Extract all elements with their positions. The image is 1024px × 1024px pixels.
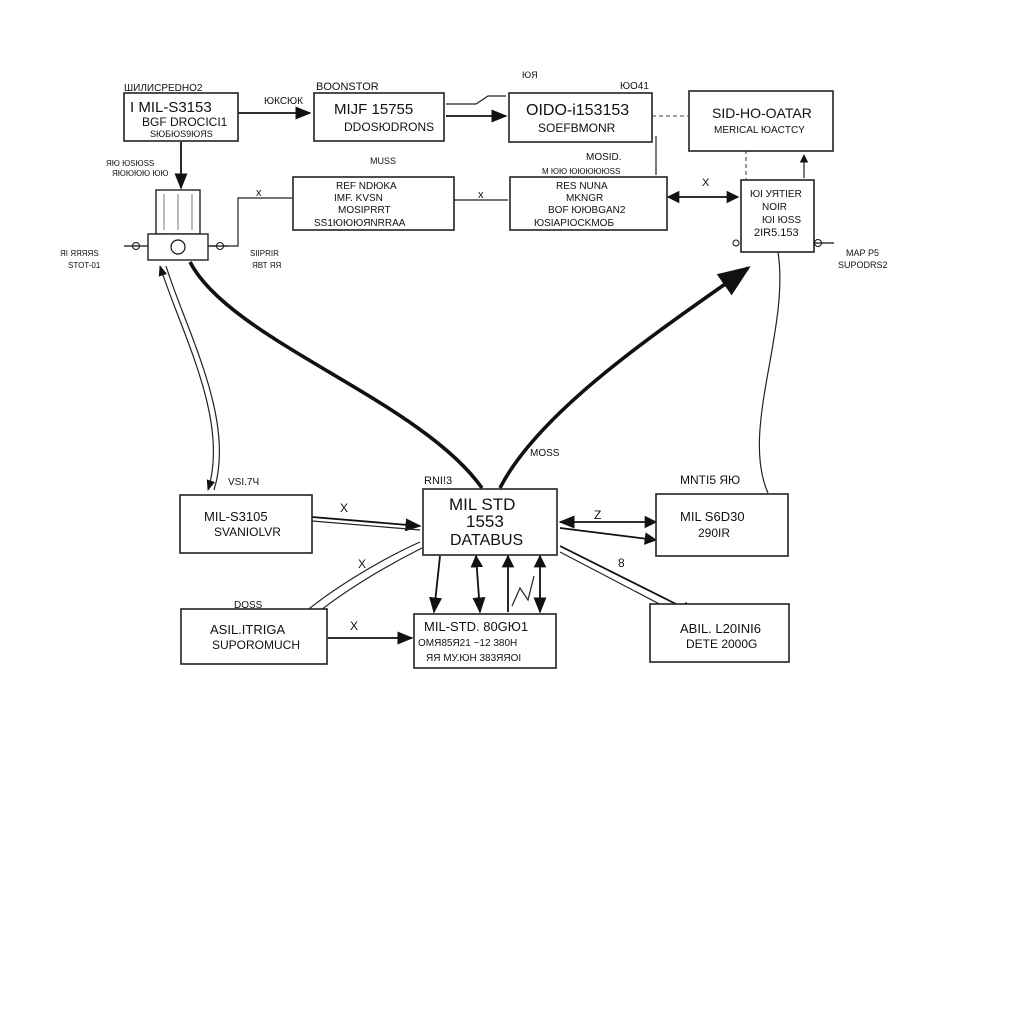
- coupler-bottom-left1: ЯI ЯЯЯЯS: [60, 249, 99, 258]
- mid-center-module-line1: RES NUNA: [556, 181, 608, 192]
- mid-center-module-header: MOSID.: [586, 152, 622, 163]
- top-center-module-line1: MIJF 15755: [334, 101, 413, 118]
- right-bus-module-line1: MIL S6D30: [680, 509, 745, 524]
- mid-left-module-header: MUSS: [370, 156, 396, 166]
- top-center-module-header: BOONSTOR: [316, 81, 379, 93]
- link-bus-to-bottom-left: [297, 541, 421, 619]
- connectors: [158, 95, 809, 645]
- left-bus-module[interactable]: VSI.7Ч MIL-S3105 SVANIOLVR: [179, 477, 313, 554]
- left-bus-module-header: VSI.7Ч: [228, 477, 259, 488]
- right-bus-module-line2: 290IR: [698, 526, 730, 540]
- top-left-module-line3: SЮБЮS9ЮЯS: [150, 129, 213, 139]
- bottom-left-link-lower: X: [350, 619, 358, 633]
- bottom-left-module-header: DOSS: [234, 600, 263, 611]
- bus-left-main: [188, 261, 484, 490]
- bottom-center-module[interactable]: MIL-STD. 80GЮ1 ОМЯ85Я21 ~12 380Н ЯЯ МУ.Ю…: [413, 613, 557, 669]
- right-terminal-line1: ЮI УЯТIЕR: [750, 189, 802, 200]
- top-mid-right-header-right: ЮО41: [620, 81, 649, 92]
- link-bus-down-1: [429, 555, 442, 614]
- central-bus-line2: 1553: [466, 512, 504, 531]
- central-bus-line1: MIL STD: [449, 495, 515, 514]
- top-right-module-line1: SID-HO-OATAR: [712, 105, 812, 121]
- bus-right-stub: [758, 251, 781, 494]
- mid-left-link-x: x: [478, 189, 484, 201]
- right-terminal-line4: 2IR5.153: [754, 227, 799, 239]
- right-terminal-line2: NOIR: [762, 202, 787, 213]
- bus-left-stub-2: [165, 265, 221, 491]
- link-bus-to-bottom-right: [559, 545, 698, 615]
- coupler-bottom-left2: STOT-01: [68, 261, 101, 270]
- top-left-module-header: ШИЛИСРЕDНО2: [124, 83, 203, 94]
- link-left-bus-module-to-bus-2: [299, 519, 421, 531]
- top-mid-right-module[interactable]: ЮЯ ЮО41 OIDO-i153153 SOEFBMONR: [508, 70, 653, 143]
- coupler-bottom-right1: SIIPRIR: [250, 249, 279, 258]
- bus-left-stub: [158, 264, 216, 492]
- right-terminal-line3: ЮI ЮSS: [762, 215, 801, 226]
- link-bus-down-2: [470, 554, 486, 614]
- link-bus-to-right-module: [559, 527, 658, 545]
- left-bus-module-line1: MIL-S3105: [204, 509, 268, 524]
- mid-left-module-line2: IMF. KVSN: [334, 193, 383, 204]
- bottom-right-line2: DETE 2000G: [686, 637, 757, 651]
- bottom-center-line3: ЯЯ МУ.ЮН 383ЯЯОI: [426, 653, 521, 664]
- bus-right-main: [498, 266, 751, 489]
- bottom-left-module-line1: ASIL.ITRIGA: [210, 622, 285, 637]
- coupler-top-label1: ЯЮ ЮSЮSS: [106, 159, 154, 168]
- mid-center-module-line2: MKNGR: [566, 193, 603, 204]
- bottom-right-module[interactable]: ABIL. L20INI6 DETE 2000G: [649, 603, 790, 663]
- left-bus-module-link: X: [340, 501, 348, 515]
- mid-left-module-line4: SS1ЮЮЮЯNRRAA: [314, 218, 406, 229]
- central-databus[interactable]: RNI!3 MOSS MIL STD 1553 DATABUS: [422, 448, 560, 556]
- bottom-left-module-line2: SUPOROMUCH: [212, 638, 300, 652]
- top-right-module-line2: MERICAL ЮACTCY: [714, 125, 805, 136]
- bottom-left-module[interactable]: DOSS ASIL.ITRIGA SUPOROMUCH: [180, 600, 328, 665]
- left-coupler[interactable]: ЯЮ ЮSЮSS ЯЮЮЮЮ ЮЮ ЯI ЯЯЯЯS STOT-01 SIIPR…: [60, 159, 281, 270]
- bottom-center-line1: MIL-STD. 80GЮ1: [424, 619, 528, 634]
- mid-left-module-line1: REF NDЮKA: [336, 181, 397, 192]
- central-bus-header-left: RNI!3: [424, 475, 452, 487]
- mid-left-module[interactable]: MUSS REF NDЮKA IMF. KVSN MOSIPRRT SS1ЮЮЮ…: [292, 156, 455, 231]
- right-bus-module[interactable]: MNTI5 ЯЮ MIL S6D30 290IR: [655, 473, 789, 557]
- right-labels-line1: МАР Р5: [846, 248, 879, 258]
- mid-left-module-line3: MOSIPRRT: [338, 205, 391, 216]
- mid-center-module-line0: M ЮЮ ЮЮЮЮЮSS: [542, 167, 620, 176]
- link-bus-zigzag: [511, 575, 535, 607]
- bottom-right-line1: ABIL. L20INI6: [680, 621, 761, 636]
- central-bus-header-right: MOSS: [530, 448, 560, 459]
- right-labels-line2: SUPODRS2: [838, 260, 888, 270]
- bottom-left-link-upper: X: [358, 557, 366, 571]
- top-left-module-line2: BGF DROCICI1: [142, 115, 228, 129]
- right-terminal[interactable]: ЮI УЯТIЕR NOIR ЮI ЮSS 2IR5.153: [732, 179, 834, 253]
- top-left-module[interactable]: ШИЛИСРЕDНО2 I MIL-S3153 BGF DROCICI1 SЮБ…: [123, 83, 239, 142]
- top-mid-right-line2: SOEFBMONR: [538, 121, 616, 135]
- link-top-center-upper: [446, 95, 506, 105]
- top-right-module[interactable]: SID-HO-OATAR MERICAL ЮACTCY: [688, 90, 834, 152]
- coupler-link-x: x: [256, 187, 262, 199]
- top-left-link-label: ЮКСЮК: [264, 96, 303, 107]
- top-center-module-line2: DDOSЮDRONS: [344, 120, 434, 134]
- bottom-right-link: 8: [618, 556, 625, 570]
- bottom-center-line2: ОМЯ85Я21 ~12 380Н: [418, 638, 517, 649]
- mid-center-module-line3: BOF ЮЮBGAN2: [548, 205, 626, 216]
- coupler-bottom-right2: ЯВТ ЯЯ: [252, 261, 281, 270]
- top-center-module[interactable]: BOONSTOR MIJF 15755 DDOSЮDRONS: [313, 81, 445, 142]
- link-coupler-to-mid-left: [210, 197, 292, 247]
- right-bus-module-header: MNTI5 ЯЮ: [680, 473, 740, 487]
- top-mid-right-line1: OIDO-i153153: [526, 102, 629, 119]
- link-left-bus-module-to-bus: [299, 515, 422, 532]
- mid-center-module[interactable]: MOSID. M ЮЮ ЮЮЮЮЮSS RES NUNA MKNGR BOF Ю…: [509, 152, 668, 231]
- top-left-module-line1: I MIL-S3153: [130, 99, 212, 116]
- central-bus-line3: DATABUS: [450, 532, 523, 549]
- mid-center-module-line4: ЮSIAPIOCKMOБ: [534, 218, 614, 229]
- top-mid-right-header-left: ЮЯ: [522, 70, 538, 80]
- mid-center-link-right: X: [702, 177, 710, 189]
- coupler-top-label2: ЯЮЮЮЮ ЮЮ: [112, 169, 169, 178]
- right-bus-module-link: Z: [594, 508, 601, 522]
- left-bus-module-line2: SVANIOLVR: [214, 525, 281, 539]
